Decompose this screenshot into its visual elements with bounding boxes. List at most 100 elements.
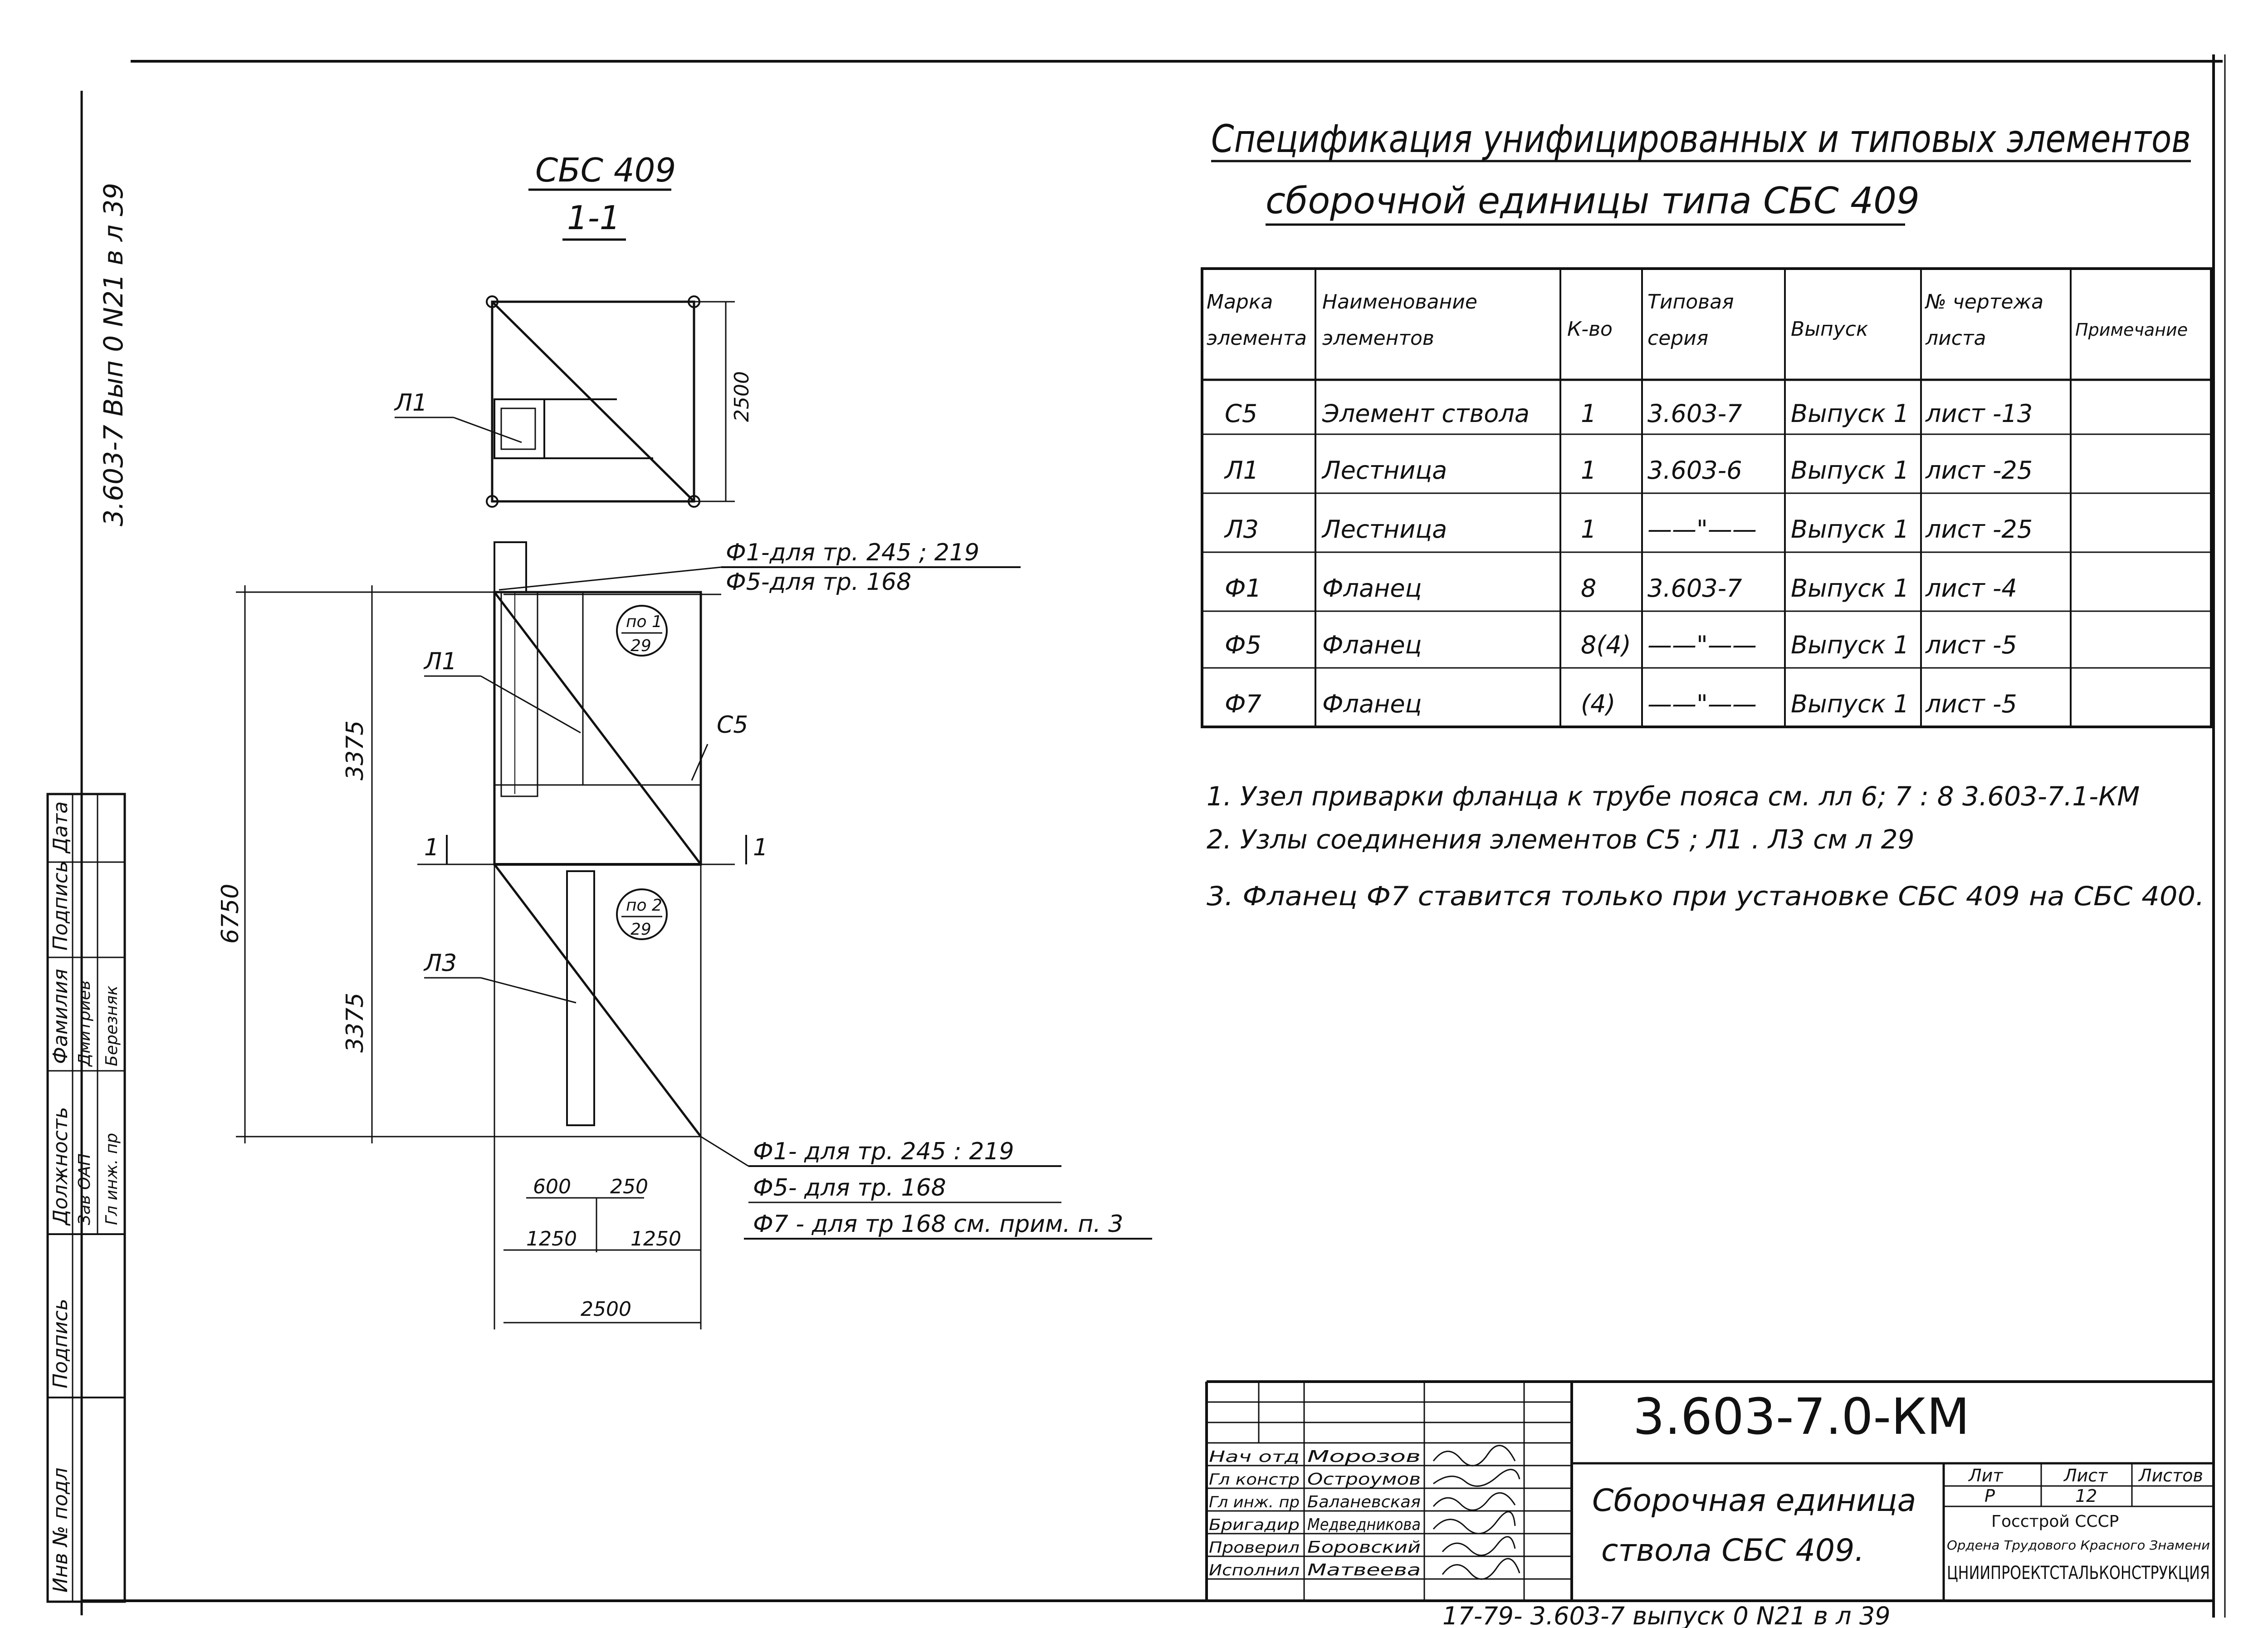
spec-cell-r2-c2: 1 (1581, 515, 1596, 544)
org-line-3: ЦНИИПРОЕКТСТАЛЬКОНСТРУКЦИЯ (1947, 1563, 2210, 1584)
title-block-people: Нач отд Морозов Гл констр Остроумов Гл инж. … (1209, 1447, 1421, 1579)
detail-circle-1: по 1 29 (616, 605, 668, 657)
detail-circle-2: по 2 29 (616, 888, 668, 940)
dim-2500-bottom: 2500 (581, 1298, 631, 1321)
tb-role-5: Исполнил (1209, 1561, 1300, 1579)
section-mark-left: 1 (424, 834, 439, 861)
dim-3375-lower: 3375 (342, 993, 369, 1053)
spec-cell-r1-c5: лист -25 (1925, 456, 2033, 485)
spec-header-6: Примечание (2075, 320, 2188, 340)
spec-cell-r5-c5: лист -5 (1925, 690, 2017, 718)
spec-cell-r2-c4: Выпуск 1 (1791, 515, 1909, 544)
spec-table (1201, 267, 2213, 728)
spec-cell-r0-c2: 1 (1581, 399, 1596, 428)
section-plan: 2500 Л1 (394, 295, 753, 508)
spec-cell-r1-c2: 1 (1581, 456, 1596, 485)
detail-circle-2-top: по 2 (626, 896, 662, 915)
signatures (1432, 1445, 1520, 1580)
approval-position-label: Должность (49, 1107, 72, 1226)
callout-top-1: Ф1-для тр. 245 ; 219 (726, 539, 979, 566)
spec-cell-r2-c5: лист -25 (1925, 515, 2033, 544)
dim-1250-a: 1250 (526, 1227, 577, 1250)
org-line-2: Ордена Трудового Красного Знамени (1947, 1538, 2210, 1553)
footer-stamp: 17-79- 3.603-7 выпуск 0 N21 в л 39 (1442, 1602, 1891, 1628)
side-stamp: 3.603-7 Вып 0 N21 в л 39 (98, 183, 129, 526)
spec-cell-r4-c4: Выпуск 1 (1791, 631, 1909, 659)
approval-name-1: Дмитриев (75, 981, 94, 1067)
spec-cell-r1-c0: Л1 (1224, 456, 1259, 485)
spec-header-2: К-во (1567, 318, 1613, 341)
label-l1-mid: Л1 (423, 648, 457, 675)
document-code: 3.603-7.0-КМ (1633, 1388, 1970, 1446)
spec-cell-r0-c5: лист -13 (1925, 399, 2033, 428)
tb-role-1: Гл констр (1209, 1471, 1300, 1489)
spec-cell-r3-c3: 3.603-7 (1647, 574, 1742, 603)
dim-1250-b: 1250 (631, 1227, 681, 1250)
drawing-title: СБС 409 (535, 151, 676, 189)
spec-header-4: Выпуск (1791, 318, 1868, 341)
lit-label: Лит (1968, 1466, 2004, 1486)
org-line-1: Госстрой СССР (1991, 1512, 2119, 1531)
label-l3: Л3 (423, 950, 457, 977)
spec-cell-r4-c3: ——"—— (1647, 631, 1757, 659)
spec-title-line2: сборочной единицы типа СБС 409 (1266, 180, 1920, 222)
tb-name-3: Медведникова (1307, 1515, 1421, 1534)
approval-position-2: Гл инж. пр (103, 1133, 121, 1225)
elevation: 1 1 Л1 С5 Л3 по 1 29 по 2 2 (217, 539, 1152, 1329)
spec-cell-r3-c2: 8 (1581, 574, 1596, 603)
dim-3375-upper: 3375 (342, 721, 369, 780)
spec-cell-r5-c0: Ф7 (1225, 690, 1261, 718)
approval-date-label: Дата (49, 801, 72, 854)
drawing: СБС 409 1-1 2500 Л1 (217, 151, 1152, 1329)
spec-cell-r2-c1: Лестница (1321, 515, 1447, 544)
note-1: 1. Узел приварки фланца к трубе пояса см… (1207, 781, 2140, 812)
detail-circle-1-bottom: 29 (631, 637, 651, 655)
spec-cell-r4-c1: Фланец (1322, 631, 1422, 659)
spec-cell-r1-c4: Выпуск 1 (1791, 456, 1909, 485)
callout-bottom-3: Ф7 - для тр 168 см. прим. п. 3 (753, 1211, 1123, 1238)
spec-cell-r4-c0: Ф5 (1225, 631, 1261, 659)
spec-cell-r2-c3: ——"—— (1647, 515, 1757, 544)
title-name-line2: ствола СБС 409. (1601, 1533, 1864, 1569)
spec-cell-r0-c0: С5 (1225, 399, 1257, 428)
tb-role-0: Нач отд (1209, 1448, 1300, 1466)
approval-signature-label: Подпись (49, 861, 72, 951)
spec-cell-r3-c0: Ф1 (1225, 574, 1261, 603)
dim-250: 250 (610, 1175, 648, 1198)
approval-name-2: Березняк (103, 986, 121, 1066)
tb-role-3: Бригадир (1209, 1516, 1300, 1534)
spec-title-line1: Спецификация унифицированных и типовых э… (1211, 117, 2191, 161)
title-block: 3.603-7.0-КМ Сборочная единица ствола СБ… (1205, 1380, 2214, 1601)
dim-600: 600 (533, 1175, 571, 1198)
spec-cell-r3-c5: лист -4 (1925, 574, 2017, 603)
tb-name-1: Остроумов (1307, 1470, 1421, 1489)
sheet-label: Лист (2063, 1466, 2108, 1486)
note-3: 3. Фланец Ф7 ставится только при установ… (1207, 881, 2204, 912)
label-l1-top: Л1 (394, 389, 427, 417)
spec-cell-r2-c0: Л3 (1224, 515, 1259, 544)
spec-cell-r3-c4: Выпуск 1 (1791, 574, 1909, 603)
tb-role-2: Гл инж. пр (1209, 1493, 1300, 1511)
tb-name-0: Морозов (1307, 1447, 1421, 1466)
callout-bottom-2: Ф5- для тр. 168 (753, 1174, 946, 1201)
title-name-line1: Сборочная единица (1592, 1483, 1916, 1519)
spec-cell-r0-c3: 3.603-7 (1647, 399, 1742, 428)
approval-strip: Дата Подпись Фамилия Должность Дмитриев … (46, 793, 126, 1603)
tb-name-2: Баланевская (1307, 1493, 1421, 1511)
tb-role-4: Проверил (1209, 1539, 1300, 1557)
spec-cell-r4-c2: 8(4) (1581, 631, 1631, 659)
spec-cell-r0-c1: Элемент ствола (1322, 399, 1530, 428)
spec-cell-r5-c3: ——"—— (1647, 690, 1757, 718)
approval-position-1: Зав ОАП (75, 1153, 94, 1225)
section-label: 1-1 (567, 199, 621, 237)
spec-cell-r1-c3: 3.603-6 (1647, 456, 1742, 485)
approval-lower-signature: Подпись (49, 1299, 72, 1388)
spec-cell-r3-c1: Фланец (1322, 574, 1422, 603)
callout-bottom-1: Ф1- для тр. 245 : 219 (753, 1138, 1014, 1165)
